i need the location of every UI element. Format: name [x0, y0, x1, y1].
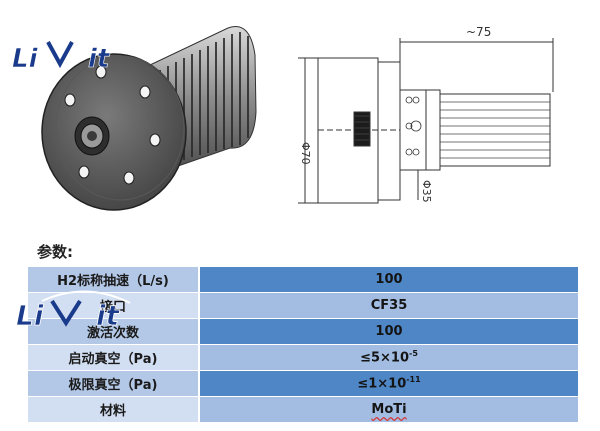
table-row: 极限真空（Pa) ≤1×10-11 [28, 370, 578, 397]
value-exponent: -5 [409, 349, 418, 359]
svg-text:Li: Li [16, 299, 44, 332]
row-value: 100 [199, 318, 578, 345]
length-dimension-label: ~75 [466, 25, 491, 39]
table-row: 激活次数 100 [28, 318, 578, 345]
svg-text:it: it [96, 299, 121, 332]
pump-3d-render [41, 26, 257, 211]
svg-text:it: it [88, 44, 111, 74]
row-value: MoTi [199, 396, 578, 423]
row-label: 材料 [28, 396, 200, 423]
row-label: 激活次数 [28, 318, 200, 345]
flange-diameter-label: Φ70 [299, 142, 312, 165]
engineering-drawing [298, 38, 554, 204]
row-label: 极限真空（Pa) [28, 370, 200, 397]
row-label: 启动真空（Pa) [28, 344, 200, 371]
row-value: CF35 [199, 292, 578, 319]
svg-text:Li: Li [12, 44, 39, 74]
row-value: ≤5×10-5 [199, 344, 578, 371]
table-row: 材料 MoTi [28, 396, 578, 423]
table-row: 启动真空（Pa) ≤5×10-5 [28, 344, 578, 371]
watermark-logo: Li it [16, 290, 131, 332]
row-value: 100 [199, 266, 578, 293]
value-base: ≤5×10 [360, 350, 410, 366]
spec-table: H2标称抽速（L/s) 100 接口 CF35 激活次数 100 启动真空（Pa… [28, 266, 578, 423]
tube-diameter-label: Φ35 [420, 180, 433, 203]
row-value: ≤1×10-11 [199, 370, 578, 397]
value-base: ≤1×10 [357, 376, 407, 392]
brand-logo: Li it [12, 30, 119, 74]
row-label: H2标称抽速（L/s) [28, 266, 200, 293]
table-row: H2标称抽速（L/s) 100 [28, 266, 578, 293]
params-heading: 参数: [37, 243, 73, 261]
value-exponent: -11 [406, 375, 421, 385]
product-image: Li it [12, 25, 554, 211]
material-value: MoTi [371, 402, 407, 417]
